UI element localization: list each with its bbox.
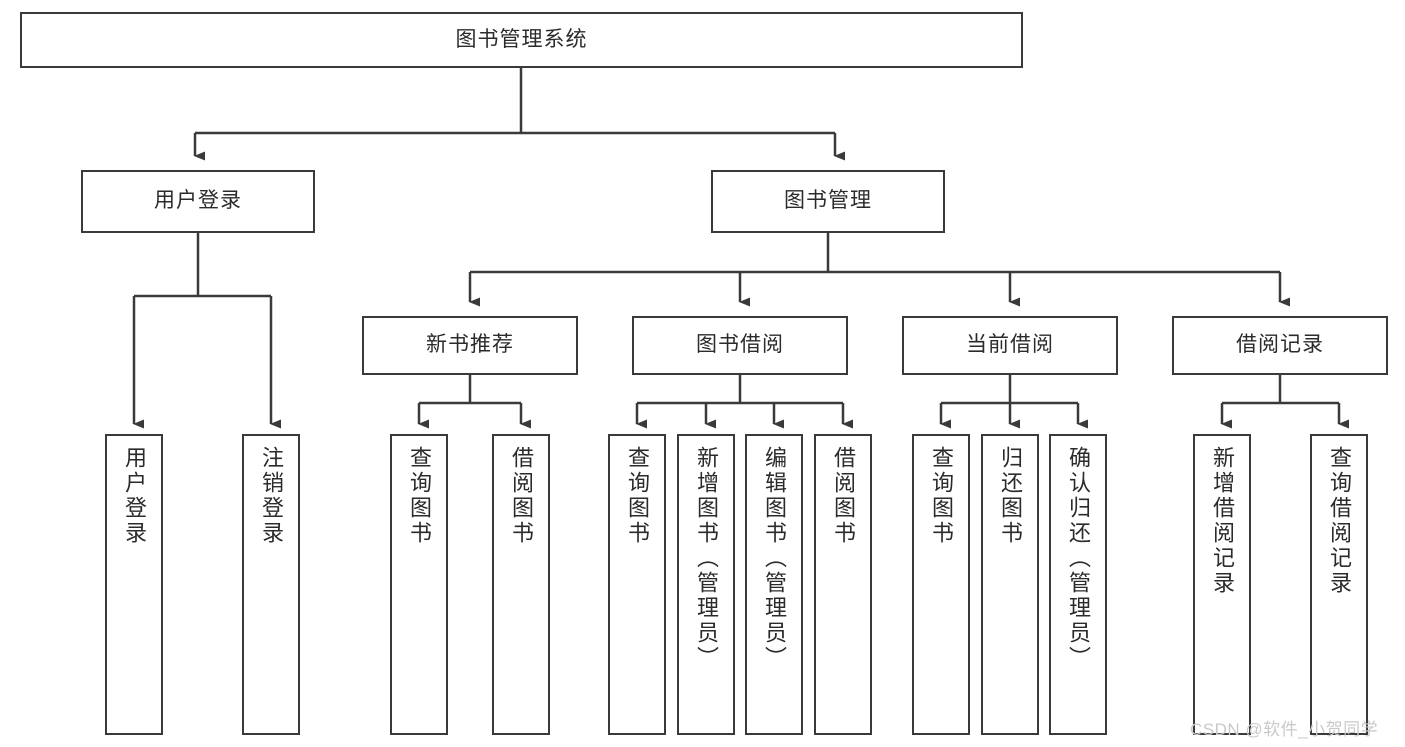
- node-book-borrow[interactable]: 图书借阅: [632, 316, 848, 375]
- leaf-logout-login[interactable]: 注销登录: [242, 434, 300, 735]
- leaf-return-book[interactable]: 归还图书: [981, 434, 1039, 735]
- leaf-query-book-2-label: 查询图书: [625, 446, 650, 546]
- node-root[interactable]: 图书管理系统: [20, 12, 1023, 68]
- leaf-borrow-book-1-label: 借阅图书: [509, 446, 534, 546]
- node-new-book-recommend-label: 新书推荐: [426, 333, 514, 357]
- leaf-query-book-3[interactable]: 查询图书: [912, 434, 970, 735]
- node-book-manage-label: 图书管理: [784, 189, 872, 213]
- leaf-confirm-return[interactable]: 确认归还（管理员）: [1049, 434, 1107, 735]
- node-book-borrow-label: 图书借阅: [696, 333, 784, 357]
- leaf-edit-book-label: 编辑图书（管理员）: [762, 446, 787, 671]
- node-book-manage[interactable]: 图书管理: [711, 170, 945, 233]
- leaf-query-book-1[interactable]: 查询图书: [390, 434, 448, 735]
- leaf-add-record-label: 新增借阅记录: [1210, 446, 1235, 596]
- leaf-borrow-book-2-label: 借阅图书: [831, 446, 856, 546]
- leaf-borrow-book-1[interactable]: 借阅图书: [492, 434, 550, 735]
- leaf-return-book-label: 归还图书: [998, 446, 1023, 546]
- node-borrow-record[interactable]: 借阅记录: [1172, 316, 1388, 375]
- node-current-borrow[interactable]: 当前借阅: [902, 316, 1118, 375]
- node-root-label: 图书管理系统: [455, 27, 588, 51]
- leaf-user-login-label: 用户登录: [122, 446, 147, 546]
- leaf-user-login[interactable]: 用户登录: [105, 434, 163, 735]
- leaf-add-book-label: 新增图书（管理员）: [694, 446, 719, 671]
- leaf-edit-book[interactable]: 编辑图书（管理员）: [745, 434, 803, 735]
- csdn-watermark: CSDN @软件_小贺同学: [1190, 720, 1379, 739]
- leaf-confirm-return-label: 确认归还（管理员）: [1066, 446, 1091, 671]
- leaf-add-record[interactable]: 新增借阅记录: [1193, 434, 1251, 735]
- leaf-query-record[interactable]: 查询借阅记录: [1310, 434, 1368, 735]
- leaf-borrow-book-2[interactable]: 借阅图书: [814, 434, 872, 735]
- leaf-query-book-3-label: 查询图书: [929, 446, 954, 546]
- leaf-add-book[interactable]: 新增图书（管理员）: [677, 434, 735, 735]
- leaf-query-book-2[interactable]: 查询图书: [608, 434, 666, 735]
- leaf-logout-login-label: 注销登录: [259, 446, 284, 546]
- node-current-borrow-label: 当前借阅: [966, 333, 1054, 357]
- leaf-query-book-1-label: 查询图书: [407, 446, 432, 546]
- node-borrow-record-label: 借阅记录: [1236, 333, 1324, 357]
- leaf-query-record-label: 查询借阅记录: [1327, 446, 1352, 596]
- node-user-login[interactable]: 用户登录: [81, 170, 315, 233]
- node-new-book-recommend[interactable]: 新书推荐: [362, 316, 578, 375]
- node-user-login-label: 用户登录: [154, 189, 242, 213]
